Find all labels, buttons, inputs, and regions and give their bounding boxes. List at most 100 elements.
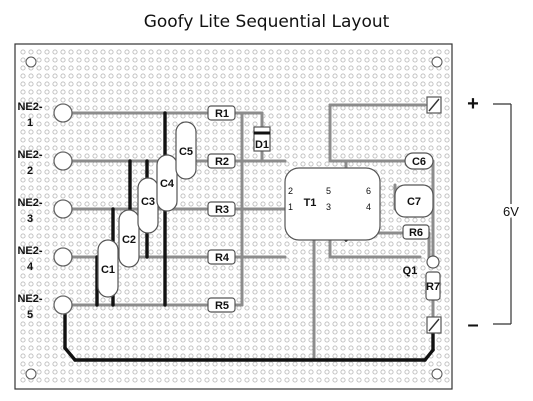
board-hole bbox=[380, 105, 386, 111]
board-hole bbox=[332, 89, 338, 95]
board-hole bbox=[316, 257, 322, 263]
board-hole bbox=[396, 81, 402, 87]
board-hole bbox=[388, 145, 394, 151]
board-hole bbox=[68, 65, 74, 71]
board-hole bbox=[380, 297, 386, 303]
board-hole bbox=[300, 273, 306, 279]
board-hole bbox=[116, 161, 122, 167]
board-hole bbox=[308, 249, 314, 255]
board-hole bbox=[420, 129, 426, 135]
board-hole bbox=[124, 81, 130, 87]
board-hole bbox=[204, 361, 210, 367]
board-hole bbox=[356, 137, 362, 143]
board-hole bbox=[236, 281, 242, 287]
board-hole bbox=[268, 329, 274, 335]
board-hole bbox=[100, 161, 106, 167]
board-hole bbox=[244, 73, 250, 79]
board-hole bbox=[164, 73, 170, 79]
board-hole bbox=[172, 361, 178, 367]
board-hole bbox=[356, 249, 362, 255]
board-hole bbox=[300, 297, 306, 303]
board-hole bbox=[300, 73, 306, 79]
board-hole bbox=[108, 105, 114, 111]
board-hole bbox=[212, 337, 218, 343]
board-hole bbox=[132, 193, 138, 199]
board-hole bbox=[260, 281, 266, 287]
board-hole bbox=[252, 377, 258, 383]
board-hole bbox=[164, 377, 170, 383]
board-hole bbox=[276, 65, 282, 71]
board-hole bbox=[380, 129, 386, 135]
board-hole bbox=[436, 49, 442, 55]
board-hole bbox=[228, 265, 234, 271]
board-hole bbox=[252, 241, 258, 247]
board-hole bbox=[252, 265, 258, 271]
board-hole bbox=[44, 209, 50, 215]
board-hole bbox=[292, 345, 298, 351]
board-hole bbox=[316, 289, 322, 295]
resistor-r6 bbox=[402, 224, 430, 240]
board-hole bbox=[220, 121, 226, 127]
board-hole bbox=[148, 129, 154, 135]
board-hole bbox=[396, 377, 402, 383]
board-hole bbox=[420, 257, 426, 263]
board-hole bbox=[444, 57, 450, 63]
board-hole bbox=[396, 153, 402, 159]
board-hole bbox=[316, 297, 322, 303]
board-hole bbox=[276, 369, 282, 375]
board-hole bbox=[372, 369, 378, 375]
board-hole bbox=[412, 241, 418, 247]
board-hole bbox=[76, 49, 82, 55]
board-hole bbox=[276, 105, 282, 111]
board-hole bbox=[124, 273, 130, 279]
board-hole bbox=[148, 153, 154, 159]
board-hole bbox=[260, 249, 266, 255]
board-hole bbox=[100, 177, 106, 183]
board-hole bbox=[340, 49, 346, 55]
board-hole bbox=[20, 57, 26, 63]
board-hole bbox=[268, 193, 274, 199]
board-hole bbox=[36, 209, 42, 215]
board-hole bbox=[252, 57, 258, 63]
board-hole bbox=[396, 321, 402, 327]
svg-text:2: 2 bbox=[27, 165, 33, 177]
board-hole bbox=[84, 161, 90, 167]
board-hole bbox=[268, 105, 274, 111]
board-hole bbox=[364, 361, 370, 367]
board-hole bbox=[300, 345, 306, 351]
board-hole bbox=[116, 49, 122, 55]
board-hole bbox=[68, 89, 74, 95]
board-hole bbox=[124, 129, 130, 135]
board-hole bbox=[188, 105, 194, 111]
board-hole bbox=[132, 297, 138, 303]
board-hole bbox=[308, 297, 314, 303]
board-hole bbox=[252, 353, 258, 359]
board-hole bbox=[236, 89, 242, 95]
board-hole bbox=[28, 81, 34, 87]
board-hole bbox=[268, 121, 274, 127]
board-hole bbox=[284, 89, 290, 95]
board-hole bbox=[52, 345, 58, 351]
board-hole bbox=[84, 193, 90, 199]
board-hole bbox=[204, 81, 210, 87]
board-hole bbox=[276, 97, 282, 103]
board-hole bbox=[372, 289, 378, 295]
board-hole bbox=[284, 361, 290, 367]
board-hole bbox=[92, 81, 98, 87]
board-hole bbox=[348, 105, 354, 111]
board-hole bbox=[180, 209, 186, 215]
board-hole bbox=[412, 281, 418, 287]
board-hole bbox=[156, 297, 162, 303]
board-hole bbox=[348, 121, 354, 127]
board-hole bbox=[268, 273, 274, 279]
board-hole bbox=[268, 241, 274, 247]
board-hole bbox=[220, 217, 226, 223]
board-hole bbox=[372, 121, 378, 127]
board-hole bbox=[20, 257, 26, 263]
board-hole bbox=[172, 57, 178, 63]
board-hole bbox=[84, 145, 90, 151]
board-hole bbox=[164, 369, 170, 375]
board-hole bbox=[380, 377, 386, 383]
board-hole bbox=[44, 105, 50, 111]
board-hole bbox=[308, 105, 314, 111]
